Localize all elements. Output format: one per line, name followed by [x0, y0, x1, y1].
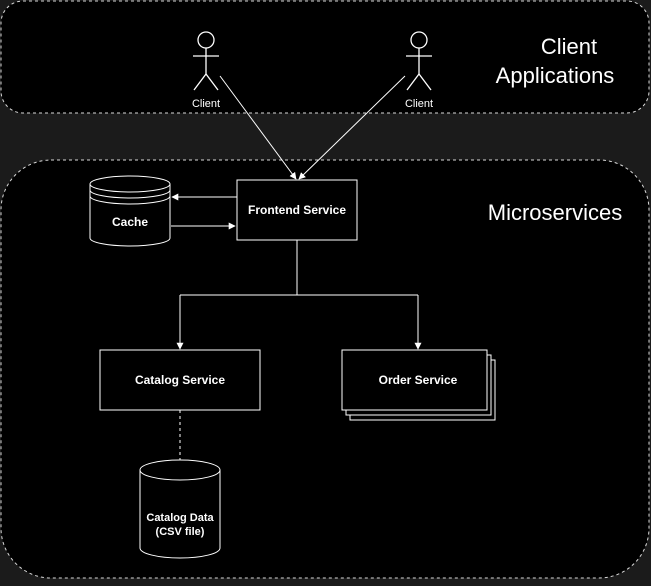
- client-actor-icon: [193, 31, 219, 91]
- catalog-service-box: [99, 349, 261, 411]
- order-service-stack: [341, 349, 496, 421]
- client-region-title-line1: Client: [541, 34, 597, 59]
- microservices-region-title: Microservices: [488, 200, 622, 225]
- frontend-service-label: Frontend Service: [248, 203, 346, 217]
- frontend-service-box: [236, 179, 358, 241]
- client-to-frontend-arrow: [219, 75, 297, 180]
- catalog-data-database-icon: [139, 459, 221, 559]
- order-service-label: Order Service: [379, 373, 458, 387]
- cache-label: Cache: [112, 215, 148, 229]
- client-left-label: Client: [192, 98, 220, 110]
- catalog-data-label-line1: Catalog Data: [146, 512, 214, 524]
- client-applications-region: [0, 0, 650, 114]
- catalog-data-label-line2: (CSV file): [156, 526, 205, 538]
- client-to-frontend-arrow: [298, 75, 406, 180]
- client-region-title-line2: Applications: [496, 63, 615, 88]
- client-actor-icon: [406, 31, 432, 91]
- catalog-service-label: Catalog Service: [135, 373, 225, 387]
- cache-database-icon: [89, 175, 171, 247]
- client-right-label: Client: [405, 98, 433, 110]
